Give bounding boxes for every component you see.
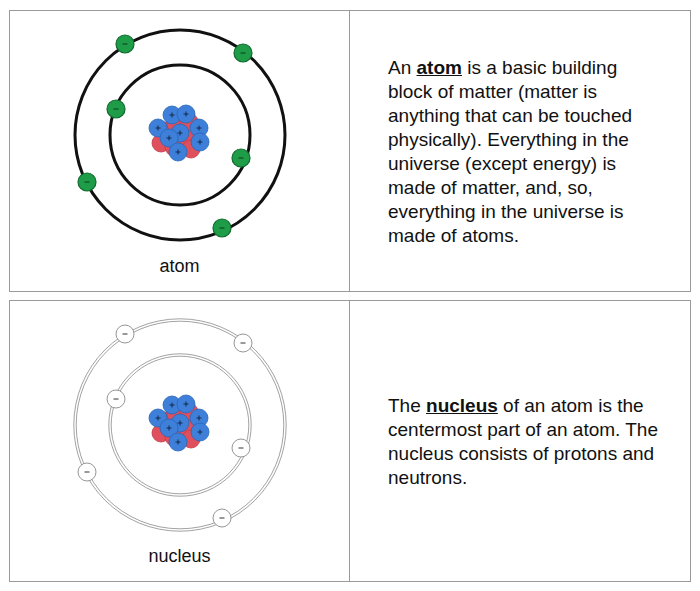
definition-card: An atom is a basic building block of mat…	[349, 10, 691, 292]
electron-shell	[76, 321, 284, 529]
atom-model	[74, 319, 286, 531]
electron	[116, 325, 134, 343]
electron	[213, 219, 231, 237]
electron	[232, 439, 250, 457]
picture-card: nucleus	[9, 300, 350, 582]
electron-shell	[110, 65, 250, 205]
electron-shell	[111, 356, 249, 494]
electron-shell	[109, 354, 251, 496]
proton	[191, 133, 209, 151]
electron-shell	[74, 319, 286, 531]
definition-text: The nucleus of an atom is the centermost…	[388, 394, 660, 490]
electron	[107, 390, 125, 408]
atom-model	[75, 30, 285, 240]
proton	[169, 433, 187, 451]
electron-shell	[75, 30, 285, 240]
electron	[116, 35, 134, 53]
proton	[191, 423, 209, 441]
electron	[107, 100, 125, 118]
electron	[234, 334, 252, 352]
picture-card: atom	[9, 10, 350, 292]
definition-card: The nucleus of an atom is the centermost…	[349, 300, 691, 582]
picture-label: nucleus	[10, 546, 349, 567]
electron	[232, 149, 250, 167]
electron	[234, 44, 252, 62]
electron	[213, 509, 231, 527]
picture-label: atom	[10, 256, 349, 277]
electron	[78, 173, 96, 191]
proton	[177, 395, 195, 413]
proton	[169, 143, 187, 161]
definition-text: An atom is a basic building block of mat…	[388, 56, 660, 248]
proton	[177, 105, 195, 123]
electron	[78, 463, 96, 481]
